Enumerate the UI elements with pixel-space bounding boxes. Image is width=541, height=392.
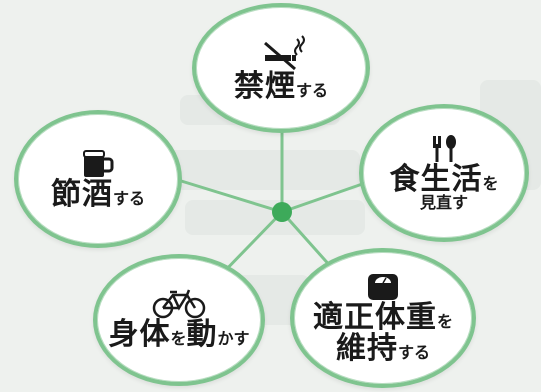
label-line: 節酒する — [51, 179, 145, 211]
connector-line — [177, 178, 283, 214]
node-moderate-drinking: 節酒する — [14, 110, 182, 248]
label-segment: かす — [217, 329, 250, 349]
label-segment: を — [170, 329, 187, 349]
bicycle-icon — [152, 289, 206, 319]
scale-icon — [368, 273, 398, 300]
label-segment: する — [112, 189, 145, 209]
fork-spoon-icon — [433, 134, 456, 162]
node-move-body: 身体を動かす — [93, 254, 265, 386]
beer-mug-icon — [83, 150, 114, 178]
label-segment: を — [436, 311, 453, 331]
label-line: 食生活を — [389, 164, 498, 196]
label-line: 身体を動かす — [108, 319, 249, 351]
label-line: 見直す — [389, 193, 498, 213]
label-line: 適正体重を — [312, 299, 453, 335]
label-segment: する — [397, 343, 430, 362]
label-line: 禁煙する — [234, 71, 328, 103]
label-segment: 身体 — [108, 317, 171, 353]
label-segment: 動 — [186, 317, 218, 353]
label-segment: を — [482, 173, 499, 193]
label-segment: 見直す — [419, 193, 468, 213]
label-segment: 節酒 — [50, 177, 113, 213]
label-segment: 禁煙 — [233, 69, 296, 105]
node-maintain-weight: 適正体重を維持する — [290, 248, 476, 388]
connector-line — [281, 180, 369, 214]
node-label-move-body: 身体を動かす — [108, 319, 249, 351]
label-segment: 適正体重 — [312, 299, 437, 335]
node-quit-smoking: 禁煙する — [192, 3, 370, 133]
label-segment: 食生活 — [389, 161, 483, 197]
node-label-review-diet: 食生活を見直す — [389, 164, 498, 212]
no-smoking-icon — [264, 35, 305, 71]
node-label-quit-smoking: 禁煙する — [234, 71, 328, 103]
node-review-diet: 食生活を見直す — [359, 104, 529, 242]
label-segment: 維持 — [335, 331, 398, 366]
node-label-maintain-weight: 適正体重を維持する — [312, 299, 453, 365]
hub-node — [272, 202, 292, 222]
node-label-moderate-drinking: 節酒する — [51, 179, 145, 211]
label-line: 維持する — [313, 333, 453, 365]
label-segment: する — [295, 81, 328, 101]
connector-line — [280, 211, 334, 269]
